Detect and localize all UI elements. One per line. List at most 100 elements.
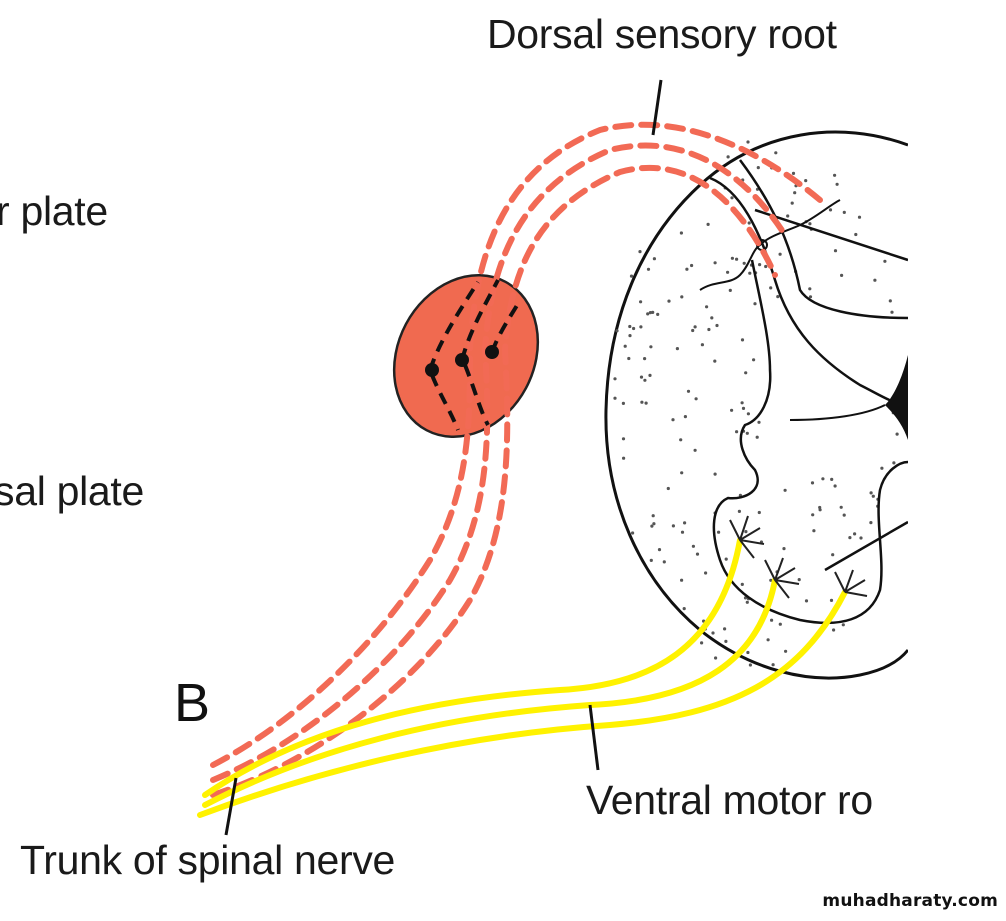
stipple-dot <box>726 155 730 159</box>
stipple-dot <box>693 325 697 329</box>
stipple-dot <box>640 400 644 404</box>
stipple-dot <box>631 531 635 535</box>
stipple-dot <box>854 232 858 237</box>
stipple-dot <box>748 663 753 667</box>
stipple-dot <box>656 312 660 316</box>
motor-fibers <box>197 537 848 818</box>
stipple-dot <box>643 378 647 382</box>
stipple-dot <box>828 208 833 212</box>
stipple-dot <box>810 481 815 485</box>
stipple-dot <box>776 295 780 299</box>
stipple-dot <box>841 623 845 627</box>
sensory-fiber-1 <box>210 121 823 768</box>
stipple-dot <box>752 358 756 362</box>
sensory-fiber-3 <box>210 164 778 798</box>
stipple-dot <box>691 328 695 333</box>
motor-neurons <box>729 515 868 599</box>
dorsal-horn-inner <box>738 159 909 320</box>
stipple-dot <box>890 310 894 314</box>
stipple-dot <box>622 456 626 460</box>
stipple-dot <box>793 191 797 195</box>
stipple-dot <box>753 302 757 306</box>
label-dorsal-sensory-root: Dorsal sensory root <box>487 11 837 57</box>
stipple-dot <box>693 448 697 452</box>
stipple-dot <box>756 166 760 170</box>
stipple-dot <box>680 295 684 299</box>
label-basal-plate: sal plate <box>0 468 145 514</box>
watermark: muhadharaty.com <box>822 891 998 911</box>
gray-matter-outline <box>712 259 909 625</box>
stipple-dot <box>690 263 694 268</box>
stipple-dot <box>833 173 837 177</box>
stipple-dot <box>683 521 687 525</box>
stipple-dot <box>746 412 751 416</box>
stipple-dot <box>713 472 717 476</box>
stipple-dot <box>757 510 761 515</box>
pointer-trunk <box>224 777 238 836</box>
motor-fiber-1 <box>202 537 743 798</box>
stipple-dot <box>724 639 728 644</box>
stipple-dot <box>848 536 852 540</box>
stipple-dot <box>639 375 644 379</box>
stipple-dot <box>679 231 684 235</box>
stipple-dot <box>650 524 654 528</box>
image-crop-edge <box>908 0 1006 880</box>
stipple-dot <box>715 323 719 328</box>
stipple-dot <box>741 406 746 410</box>
stipple-dot <box>730 196 734 200</box>
stipple-dot <box>726 270 730 274</box>
stipple-dot <box>757 420 761 424</box>
stipple-dot <box>613 377 617 381</box>
spinal-cord-outline <box>604 130 910 680</box>
motor-fiber-3 <box>197 589 848 818</box>
stipple-dot <box>686 389 691 393</box>
stipple-dot <box>705 305 709 309</box>
stipple-dot <box>627 356 631 361</box>
stipple-dot <box>769 578 773 582</box>
stipple-dot <box>835 182 839 186</box>
stipple-dot <box>662 560 666 564</box>
stipple-dot <box>700 641 704 645</box>
stipple-dot <box>770 618 774 622</box>
stipple-dot <box>740 401 744 405</box>
stipple-dot <box>683 415 688 419</box>
stipple-dot <box>730 408 734 412</box>
pointer-line-dorsal <box>754 208 909 262</box>
stipple-dot <box>873 278 877 282</box>
stipple-dot <box>735 430 739 434</box>
stipple-dot <box>745 431 749 435</box>
stipple-dot <box>747 221 751 225</box>
stipple-dot <box>643 357 647 361</box>
stipple-dot <box>746 650 750 655</box>
stipple-dot <box>880 466 884 470</box>
stipple-dot <box>748 271 752 275</box>
stipple-dot <box>623 344 627 348</box>
stipple-dot <box>714 656 718 660</box>
stipple-dot <box>744 530 748 534</box>
dorsal-horn-outline <box>709 176 909 407</box>
stipple-dot <box>706 222 710 226</box>
stipple-dot <box>700 343 705 347</box>
stipple-dot <box>888 299 892 303</box>
stipple-dot <box>859 536 863 540</box>
stipple-dot <box>842 513 846 517</box>
interneuron-fiber <box>699 199 841 291</box>
stipple-dot <box>791 171 796 175</box>
stipple-dot <box>869 491 873 495</box>
stipple-dot <box>853 532 857 536</box>
stipple-dot <box>632 326 636 331</box>
stipple-dot <box>774 151 778 155</box>
stipple-dot <box>682 607 686 611</box>
stipple-dot <box>771 663 775 667</box>
stipple-dot <box>679 438 683 442</box>
stipple-dot <box>783 488 787 492</box>
label-ventral-motor-root: Ventral motor ro <box>586 777 873 823</box>
stipple-dot <box>651 514 655 518</box>
stipple-dot <box>735 257 739 261</box>
sensory-fibers <box>210 121 823 798</box>
stipple-dot <box>740 582 744 587</box>
stipple-dot <box>740 338 745 342</box>
stipple-dot <box>784 649 788 653</box>
stipple-dot <box>833 249 838 253</box>
